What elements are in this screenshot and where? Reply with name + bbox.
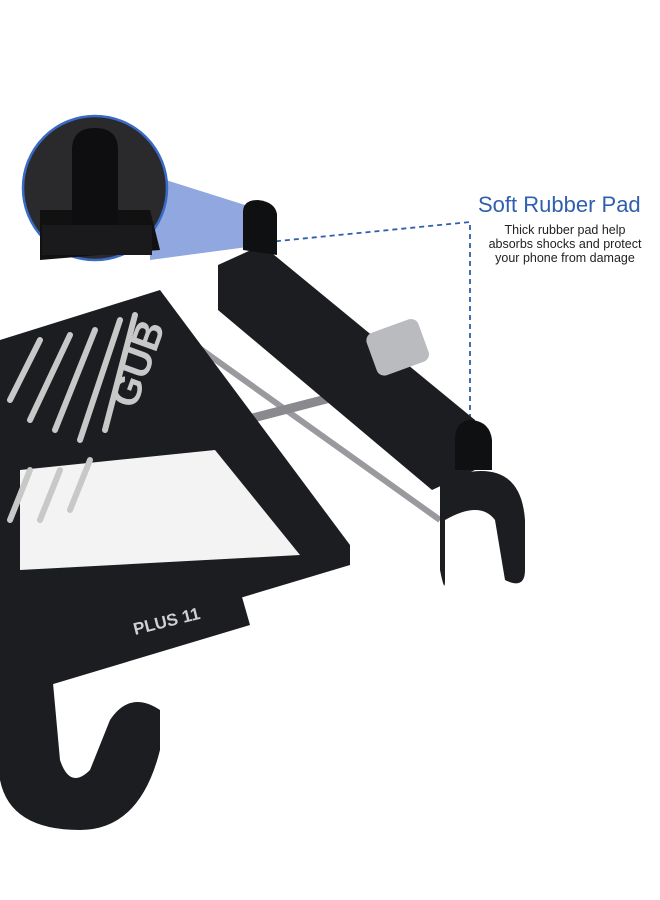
rubber-pad-closeup (72, 128, 118, 230)
knurled-knob (366, 319, 429, 376)
callout-description-line: Thick rubber pad help (504, 223, 626, 237)
magnifier-beam (150, 175, 262, 260)
right-clamp-bar (218, 245, 475, 490)
callout-title: Soft Rubber Pad (478, 192, 641, 217)
right-hook (440, 471, 525, 586)
plate-stripes (7, 312, 138, 523)
callout-description-line: your phone from damage (495, 251, 635, 265)
callout-description: Thick rubber pad help absorbs shocks and… (470, 223, 660, 265)
rubber-pad-top (243, 200, 277, 255)
callout-description-line: absorbs shocks and protect (488, 237, 642, 251)
left-hook (0, 637, 160, 830)
